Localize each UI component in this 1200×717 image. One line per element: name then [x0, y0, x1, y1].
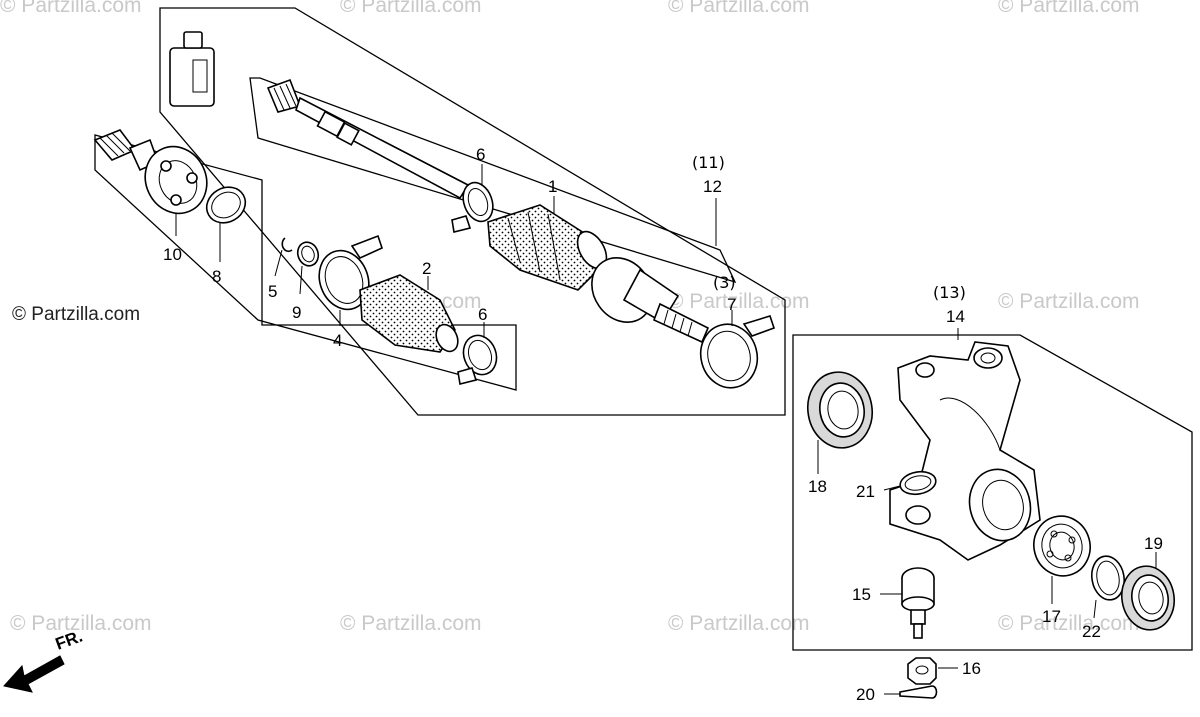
callout-8: 8	[212, 267, 221, 286]
knuckle-assembly-outline	[792, 334, 1193, 651]
grease-bottle	[169, 31, 215, 107]
credit-text: © Partzilla.com	[12, 304, 140, 325]
knuckle-14	[889, 341, 1041, 561]
callout-21: 21	[856, 482, 875, 501]
watermark: © Partzilla.com	[668, 0, 810, 17]
callout-6-upper: 6	[476, 145, 485, 164]
callout-3: (3)	[713, 273, 736, 292]
watermark: © Partzilla.com	[340, 612, 482, 635]
callout-2: 2	[422, 259, 431, 278]
callout-10: 10	[163, 245, 182, 264]
circlip-8	[205, 186, 247, 224]
watermark: © Partzilla.com	[340, 0, 482, 17]
boot-band-6-lower	[457, 334, 498, 385]
circlip-21	[899, 470, 937, 496]
leader-line	[299, 265, 303, 295]
callout-11: (11)	[692, 153, 725, 172]
cotter-pin-20	[899, 685, 938, 699]
oil-seal-18	[807, 371, 873, 449]
watermark: © Partzilla.com	[998, 612, 1140, 635]
stop-ring-5	[281, 237, 293, 253]
boot-band-6-upper	[451, 181, 494, 233]
watermark-layer: © Partzilla.com © Partzilla.com © Partzi…	[0, 0, 1140, 635]
callout-14: 14	[946, 307, 965, 326]
callout-19: 19	[1144, 534, 1163, 553]
bearing-17	[1033, 515, 1091, 577]
ball-joint-15	[901, 567, 935, 639]
drive-shaft-1	[266, 78, 470, 200]
callout-12: 12	[703, 177, 722, 196]
callout-18: 18	[808, 477, 827, 496]
oil-seal-19	[1120, 565, 1176, 631]
front-direction-arrow: FR.	[3, 627, 85, 693]
axle-assembly-outline	[159, 7, 786, 416]
callout-20: 20	[856, 685, 875, 704]
leader-line	[1093, 599, 1097, 619]
boot-band-7	[699, 315, 776, 389]
watermark: © Partzilla.com	[10, 612, 152, 635]
boot-band-4	[318, 234, 383, 311]
inner-joint-part	[93, 129, 208, 215]
callout-1: 1	[548, 177, 557, 196]
circlip-9	[296, 241, 320, 267]
outer-boot	[487, 204, 608, 291]
leader-line	[883, 485, 901, 491]
callout-13: (13)	[933, 283, 966, 302]
callout-6-lower: 6	[478, 305, 487, 324]
leader-line	[274, 249, 283, 277]
callout-15: 15	[852, 585, 871, 604]
callout-7: 7	[727, 295, 736, 314]
inner-boot-2	[359, 274, 459, 353]
watermark: © Partzilla.com	[668, 290, 810, 313]
shaft-set-outline	[249, 77, 737, 284]
watermark: © Partzilla.com	[998, 290, 1140, 313]
castle-nut-16	[907, 657, 937, 685]
circlip-22	[1090, 555, 1126, 601]
callout-5: 5	[268, 282, 277, 301]
callout-9: 9	[292, 303, 301, 322]
callout-17: 17	[1042, 607, 1061, 626]
watermark: © Partzilla.com	[998, 0, 1140, 17]
callout-22: 22	[1082, 622, 1101, 641]
inner-joint-outline	[94, 134, 517, 391]
outer-joint	[591, 257, 710, 344]
watermark: © Partzilla.com	[0, 0, 142, 17]
callout-4: 4	[333, 331, 342, 350]
callout-16: 16	[962, 659, 981, 678]
watermark: © Partzilla.com	[668, 612, 810, 635]
